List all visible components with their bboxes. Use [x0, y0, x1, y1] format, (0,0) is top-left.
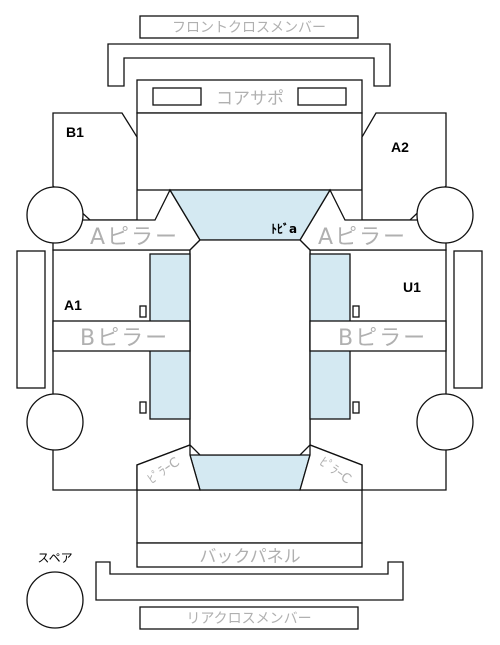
front-cross-member-label: フロントクロスメンバー — [172, 20, 326, 36]
c-pillar-left — [136, 444, 201, 491]
middle-right-mark: U1 — [403, 279, 421, 295]
front-apron — [136, 112, 363, 191]
front-left-mark: B1 — [66, 124, 84, 140]
spare-wheel — [26, 571, 84, 629]
a-pillar-left-label: Aピラー — [90, 225, 179, 250]
roof-outline — [189, 239, 311, 456]
back-panel-label: バックパネル — [199, 547, 300, 567]
rear-cross-member-label: リアクロスメンバー — [186, 611, 311, 627]
rear-cross-member-box — [139, 606, 359, 630]
c-pillar-right — [299, 444, 363, 491]
left-side-sill — [16, 250, 46, 389]
roof-fragment-label: ﾄﾋﾞa — [271, 221, 297, 236]
core-support-label: コアサポ — [216, 89, 284, 109]
right-side-sill — [453, 250, 483, 389]
wheel-front-right — [416, 186, 474, 244]
left-rear-door-handle — [139, 401, 147, 414]
wheel-rear-left — [26, 393, 84, 451]
left-front-door-handle — [139, 305, 147, 318]
b-pillar-right-label: Bピラー — [338, 326, 427, 351]
core-support-left-slot — [152, 87, 202, 106]
middle-left-mark: A1 — [64, 297, 82, 313]
right-rear-door-handle — [352, 401, 360, 414]
wheel-rear-right — [416, 393, 474, 451]
right-front-door-handle — [352, 305, 360, 318]
front-right-mark: A2 — [391, 139, 409, 155]
wheel-front-left — [26, 186, 84, 244]
a-pillar-right-label: Aピラー — [318, 225, 407, 250]
core-support-right-slot — [297, 87, 347, 106]
spare-label: スペア — [37, 551, 72, 565]
rear-apron — [136, 489, 363, 544]
b-pillar-left-label: Bピラー — [80, 326, 169, 351]
b-pillar-left — [52, 320, 191, 352]
b-pillar-right — [309, 320, 447, 352]
front-cross-member-box — [139, 15, 359, 39]
rear-window — [189, 454, 311, 491]
rear-bracket — [95, 561, 404, 601]
front-bracket — [107, 43, 391, 87]
back-panel — [136, 542, 363, 568]
